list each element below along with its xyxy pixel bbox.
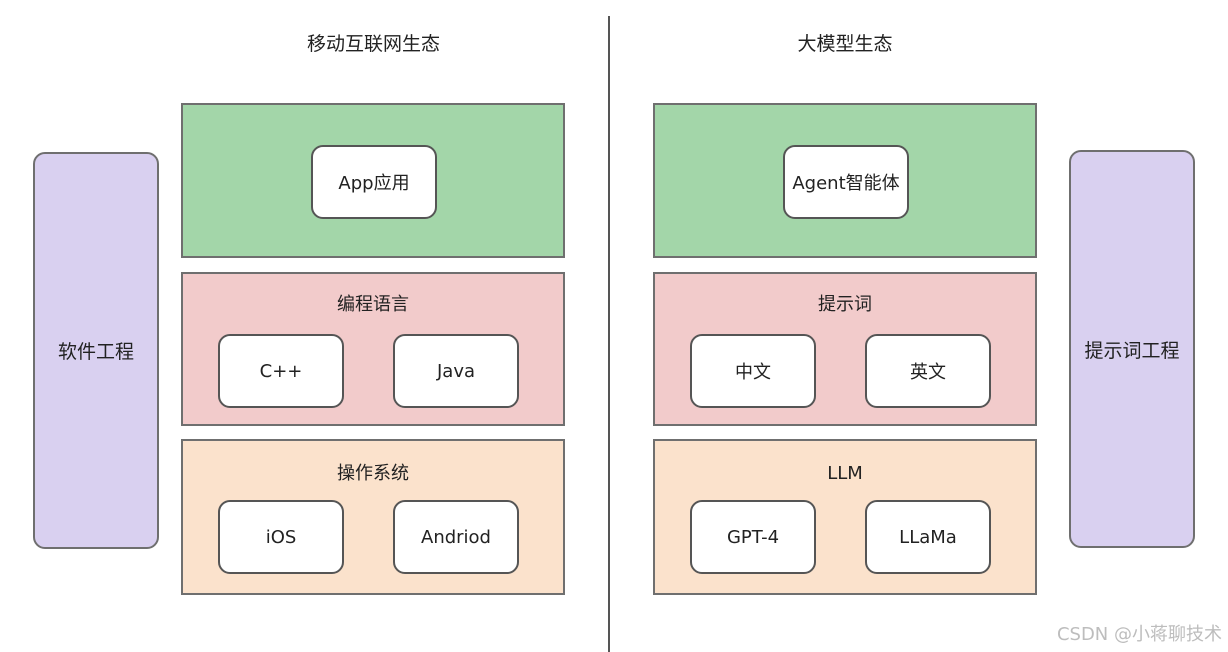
- right-side-label: 提示词工程: [1084, 339, 1180, 362]
- left-bot-chip-2: Andriod: [393, 500, 519, 574]
- left-side-label: 软件工程: [57, 341, 134, 363]
- right-bot-chip-1: GPT-4: [690, 500, 816, 574]
- right-top-chip: Agent智能体: [783, 145, 909, 219]
- right-top-layer: Agent智能体: [653, 103, 1037, 258]
- panel-divider: [608, 16, 610, 652]
- left-bot-chip-2-label: Andriod: [421, 526, 491, 548]
- right-mid-chip-2-label: 英文: [910, 362, 946, 383]
- left-bot-title: 操作系统: [337, 463, 409, 484]
- left-top-layer: App应用: [181, 103, 565, 258]
- left-bot-chip-1-label: iOS: [265, 526, 297, 548]
- right-top-chip-label: Agent智能体: [792, 173, 900, 194]
- right-mid-chip-1: 中文: [690, 334, 816, 408]
- right-mid-chip-2: 英文: [865, 334, 991, 408]
- left-mid-title: 编程语言: [337, 294, 409, 315]
- left-mid-chip-1-label: C++: [259, 360, 303, 382]
- left-mid-chip-2-label: Java: [436, 360, 476, 382]
- left-top-chip-label: App应用: [338, 173, 410, 194]
- right-mid-layer: 提示词 中文 英文: [653, 272, 1037, 426]
- left-bot-layer: 操作系统 iOS Andriod: [181, 439, 565, 595]
- left-mid-chip-1: C++: [218, 334, 344, 408]
- left-side-bar: 软件工程: [33, 152, 159, 549]
- right-bot-title: LLM: [827, 463, 863, 484]
- left-bot-chip-1: iOS: [218, 500, 344, 574]
- right-bot-chip-1-label: GPT-4: [726, 526, 780, 548]
- right-side-bar: 提示词工程: [1069, 150, 1195, 548]
- left-top-chip: App应用: [311, 145, 437, 219]
- right-bot-chip-2: LLaMa: [865, 500, 991, 574]
- right-bot-chip-2-label: LLaMa: [899, 526, 957, 548]
- left-panel-title: 移动互联网生态: [306, 33, 440, 55]
- right-panel-title: 大模型生态: [797, 33, 893, 55]
- left-mid-chip-2: Java: [393, 334, 519, 408]
- watermark: CSDN @小蒋聊技术: [1056, 624, 1222, 645]
- left-mid-layer: 编程语言 C++ Java: [181, 272, 565, 426]
- right-mid-chip-1-label: 中文: [735, 362, 771, 383]
- right-mid-title: 提示词: [818, 294, 872, 315]
- right-bot-layer: LLM GPT-4 LLaMa: [653, 439, 1037, 595]
